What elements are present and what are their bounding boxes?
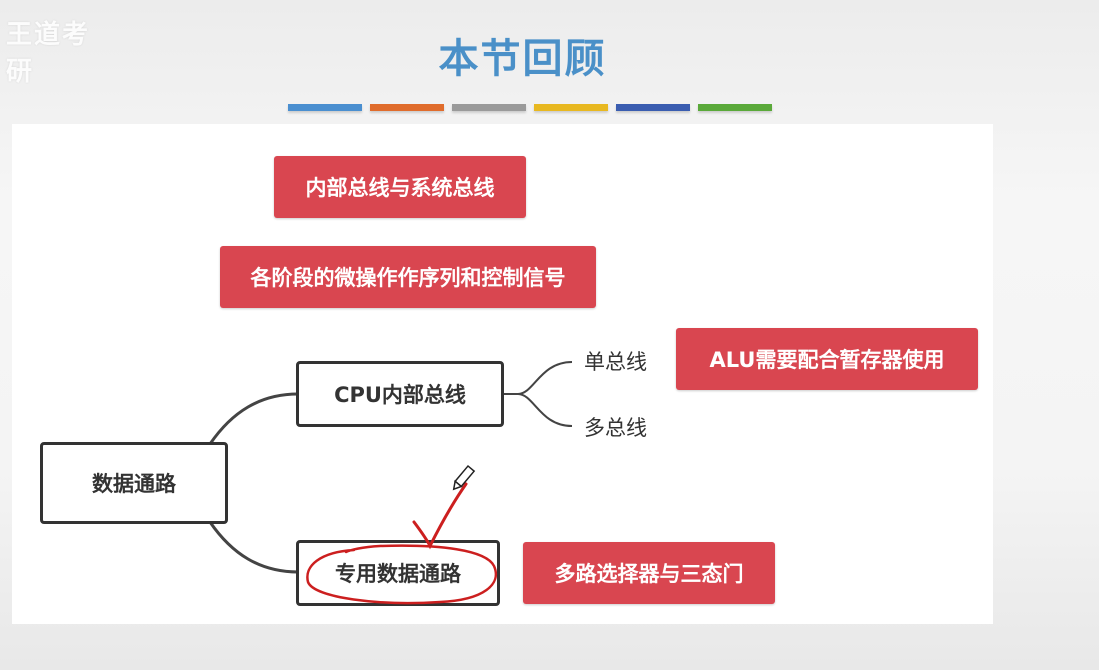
color-bar-2 xyxy=(370,104,444,111)
label-single-bus: 单总线 xyxy=(584,350,647,374)
note-micro-ops-control-signals: 各阶段的微操作作序列和控制信号 xyxy=(220,246,596,308)
node-datapath-root: 数据通路 xyxy=(40,442,228,524)
page-title: 本节回顾 xyxy=(438,36,607,82)
color-bar-6 xyxy=(698,104,772,111)
pen-cursor-icon xyxy=(452,464,476,491)
connector-cpu-multi xyxy=(517,393,573,427)
label-multi-bus: 多总线 xyxy=(584,416,647,440)
node-cpu-internal-bus: CPU内部总线 xyxy=(296,361,504,427)
note-mux-tristate-gate: 多路选择器与三态门 xyxy=(523,542,775,604)
note-internal-system-bus: 内部总线与系统总线 xyxy=(274,156,526,218)
color-bars xyxy=(288,104,772,112)
connector-root-cpu xyxy=(208,392,299,445)
note-alu-temp-register: ALU需要配合暂存器使用 xyxy=(676,328,978,390)
color-bar-5 xyxy=(616,104,690,111)
connector-root-dedicated xyxy=(208,521,299,574)
color-bar-1 xyxy=(288,104,362,111)
color-bar-3 xyxy=(452,104,526,111)
logo: 王道考研 xyxy=(6,20,91,87)
checkmark-annotation xyxy=(412,482,468,550)
circle-annotation xyxy=(306,544,497,605)
color-bar-4 xyxy=(534,104,608,111)
